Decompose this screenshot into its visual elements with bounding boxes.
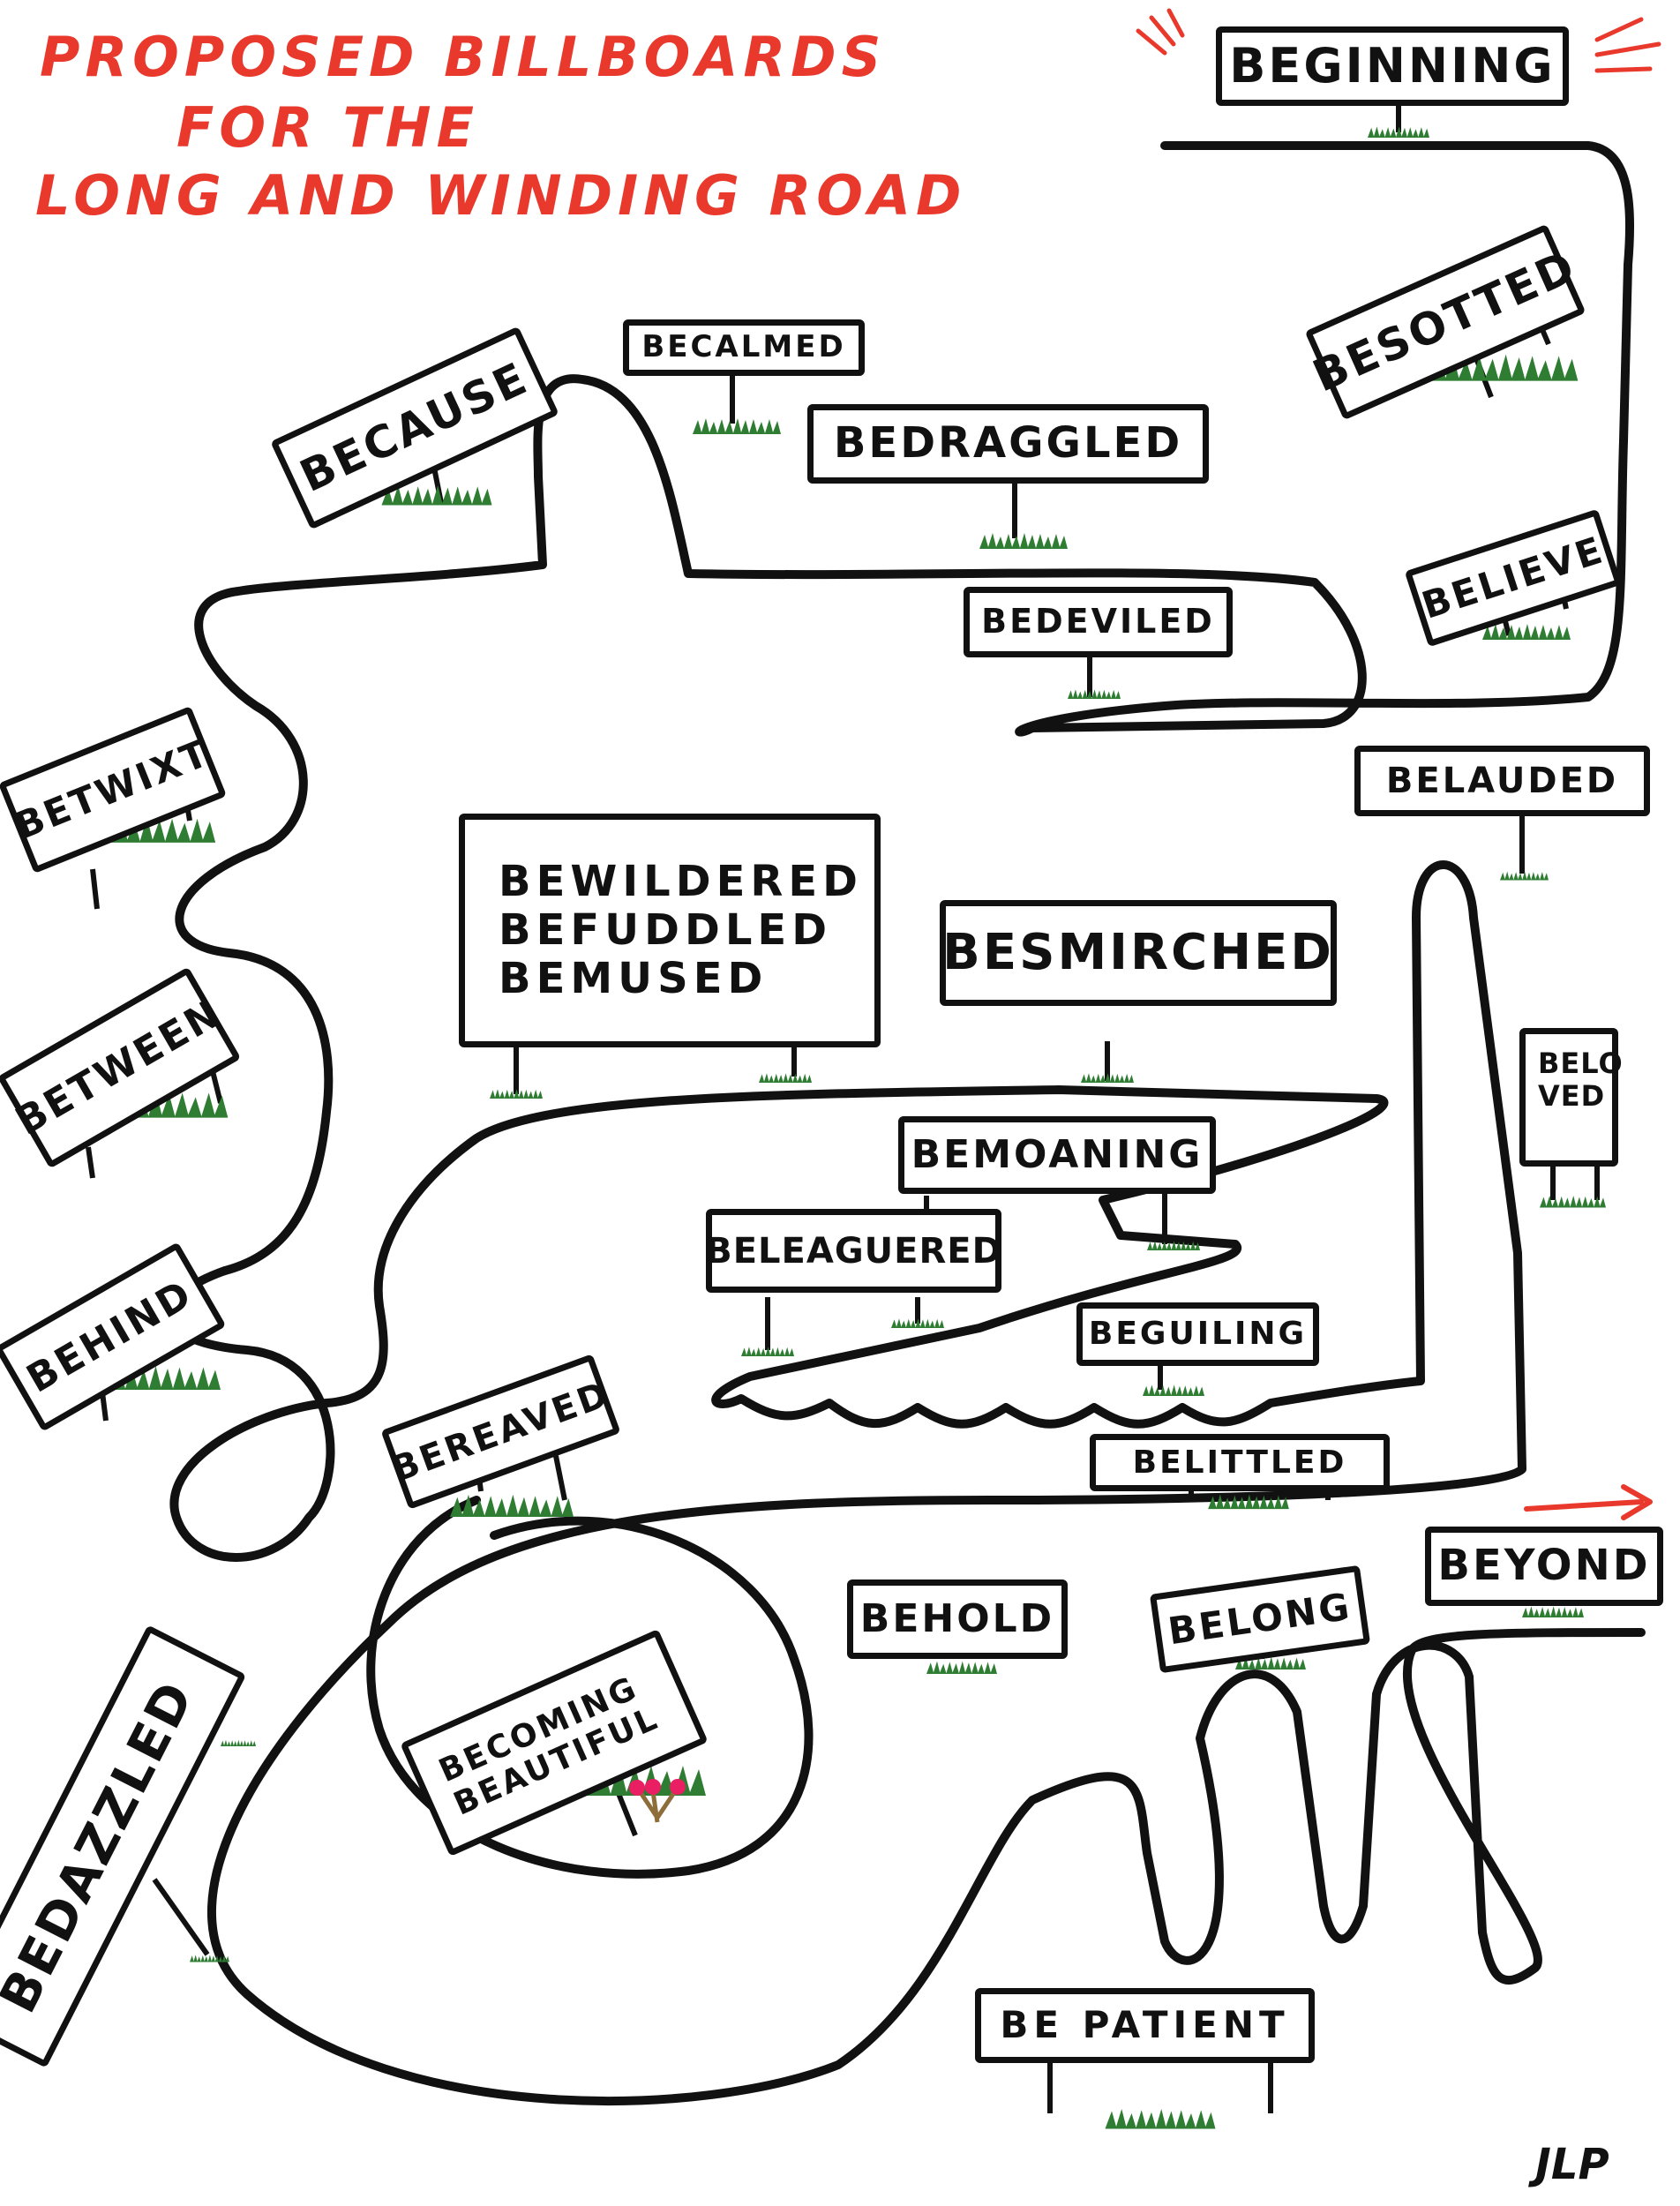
sign-besmirched-label: BESMIRCHED (942, 923, 1334, 981)
sign-beleaguered: BELEAGUERED (705, 1209, 1002, 1293)
sign-behold-label: BEHOLD (859, 1595, 1055, 1641)
sign-becalmed-label: BECALMED (641, 329, 846, 365)
emphasis-marks (1136, 8, 1661, 73)
sign-bedraggled-label: BEDRAGGLED (833, 418, 1183, 469)
sign-besmirched: BESMIRCHED (940, 900, 1337, 1006)
sign-beguiling: BEGUILING (1076, 1302, 1319, 1366)
sign-be-patient-label: BE PATIENT (1000, 2003, 1290, 2047)
sign-beleaguered-label: BELEAGUERED (705, 1230, 1002, 1272)
title-line-2: FOR THE (176, 95, 479, 160)
sign-belittled-label: BELITTLED (1132, 1444, 1347, 1481)
sign-beginning: BEGINNING (1216, 26, 1569, 106)
sign-bewildered-label: BEWILDERED (499, 856, 863, 906)
sign-bewildered-befuddled-bemused: BEWILDERED BEFUDDLED BEMUSED (459, 814, 881, 1047)
sign-behold: BEHOLD (847, 1579, 1068, 1659)
sign-belauded: BELAUDED (1354, 746, 1650, 816)
title-line-1: PROPOSED BILLBOARDS (40, 25, 887, 89)
sign-bedeviled: BEDEVILED (964, 587, 1233, 657)
sign-becalmed: BECALMED (623, 319, 865, 376)
sign-belauded-label: BELAUDED (1385, 761, 1619, 801)
sign-beguiling-label: BEGUILING (1088, 1316, 1308, 1353)
inner-loop (366, 1496, 814, 1879)
sign-bedraggled: BEDRAGGLED (807, 404, 1209, 484)
flower-icon (629, 1779, 686, 1823)
beyond-arrow-icon (1524, 1484, 1653, 1520)
sign-beyond: BEYOND (1425, 1527, 1663, 1606)
sign-bemoaning: BEMOANING (898, 1116, 1216, 1194)
sign-beloved-label-2: VED (1538, 1078, 1606, 1113)
title-line-3: LONG AND WINDING ROAD (35, 163, 967, 228)
sign-belong-label: BELONG (1165, 1584, 1354, 1654)
sign-belittled: BELITTLED (1090, 1434, 1390, 1491)
sign-beloved: BELO VED (1519, 1028, 1623, 1167)
sign-bemoaning-label: BEMOANING (911, 1131, 1204, 1177)
sign-bedeviled-label: BEDEVILED (981, 602, 1215, 642)
artist-signature: JLP (1535, 2140, 1609, 2189)
sign-beginning-label: BEGINNING (1229, 37, 1556, 94)
winding-road (165, 141, 1646, 2105)
sign-befuddled-label: BEFUDDLED (499, 904, 833, 955)
sign-beyond-label: BEYOND (1437, 1541, 1651, 1591)
sign-bemused-label: BEMUSED (499, 954, 769, 1004)
sign-be-patient: BE PATIENT (975, 1988, 1315, 2063)
sign-beloved-label-1: BELO (1538, 1046, 1624, 1080)
